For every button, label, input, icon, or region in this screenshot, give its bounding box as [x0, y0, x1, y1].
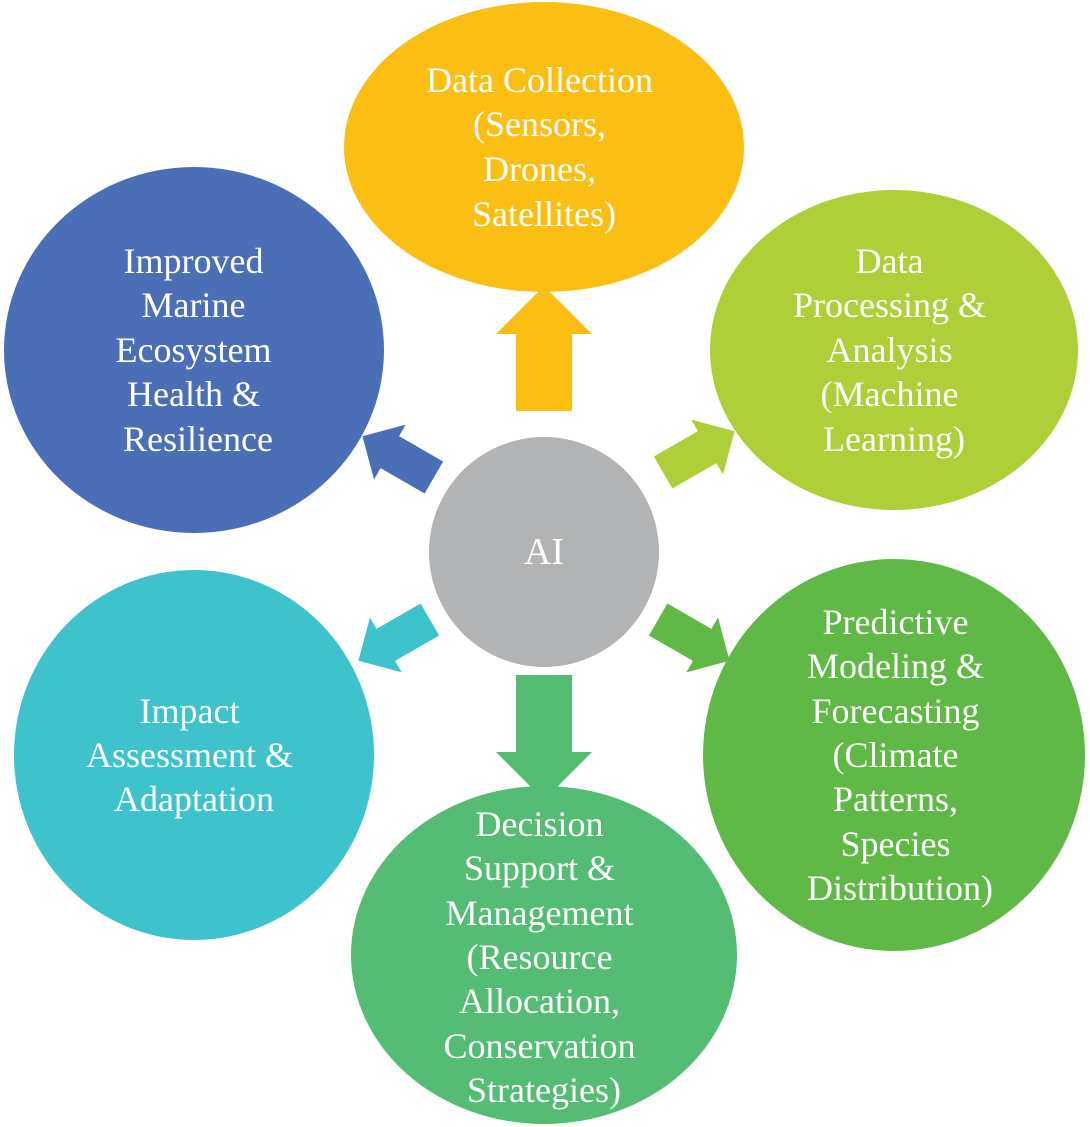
label-predictive-modeling: Predictive Modeling & Forecasting (Clima… — [807, 602, 993, 908]
label-line: Impact — [140, 691, 240, 731]
label-line: (Resource — [467, 937, 613, 977]
label-line: Adaptation — [114, 779, 274, 819]
label-line: Assessment & — [86, 735, 293, 775]
node-data-processing — [710, 190, 1078, 510]
node-ecosystem-health — [4, 167, 384, 533]
node-impact-assessment — [14, 570, 374, 940]
arrow-to-predictive-modeling — [648, 603, 730, 673]
label-line: Data — [856, 241, 924, 281]
label-line: Analysis — [827, 330, 953, 370]
label-line: Resilience — [123, 419, 273, 459]
label-ecosystem-health: Improved Marine Ecosystem Health & Resil… — [116, 241, 281, 459]
label-line: Forecasting — [812, 691, 980, 731]
label-decision-support: Decision Support & Management (Resource … — [444, 804, 645, 1110]
label-line: Marine — [142, 285, 246, 325]
node-labels-group: Data Collection (Sensors, Drones, Satell… — [86, 60, 995, 1110]
node-shapes-group — [4, 2, 1085, 1124]
label-line: Predictive — [823, 602, 969, 642]
label-line: Patterns, — [833, 779, 958, 819]
label-line: Health & — [127, 374, 260, 414]
arrow-to-data-collection — [496, 286, 592, 411]
label-impact-assessment: Impact Assessment & Adaptation — [86, 691, 302, 819]
label-line: Learning) — [823, 419, 965, 459]
arrow-to-ecosystem-health — [362, 424, 444, 494]
label-line: Species — [841, 824, 951, 864]
arrow-to-impact-assessment — [358, 603, 440, 673]
label-line: Improved — [124, 241, 264, 281]
label-line: (Sensors, — [473, 104, 606, 144]
node-predictive-modeling — [703, 559, 1085, 951]
label-line: Data Collection — [426, 60, 653, 100]
label-line: (Machine — [821, 374, 959, 414]
label-line: Drones, — [483, 149, 596, 189]
label-line: (Climate — [833, 735, 959, 775]
label-line: Distribution) — [807, 868, 993, 908]
label-data-collection: Data Collection (Sensors, Drones, Satell… — [426, 60, 662, 234]
label-line: Support & — [464, 848, 615, 888]
node-decision-support — [351, 786, 737, 1124]
label-line: Ecosystem — [116, 330, 272, 370]
label-line: Allocation, — [459, 981, 620, 1021]
label-line: Management — [446, 893, 634, 933]
label-line: Decision — [476, 804, 604, 844]
label-line: Conservation — [444, 1026, 636, 1066]
label-data-processing: Data Processing & Analysis (Machine Lear… — [793, 241, 995, 459]
node-data-collection — [344, 2, 744, 292]
arrow-to-decision-support — [496, 675, 592, 800]
label-line: Satellites) — [472, 194, 616, 234]
label-line: Modeling & — [807, 646, 984, 686]
label-line: Processing & — [793, 285, 986, 325]
arrow-to-data-processing — [653, 419, 735, 489]
hub-circle — [429, 437, 659, 667]
label-line: Strategies) — [467, 1070, 621, 1110]
hub-label: AI — [524, 531, 564, 573]
arrows-group — [358, 286, 735, 800]
